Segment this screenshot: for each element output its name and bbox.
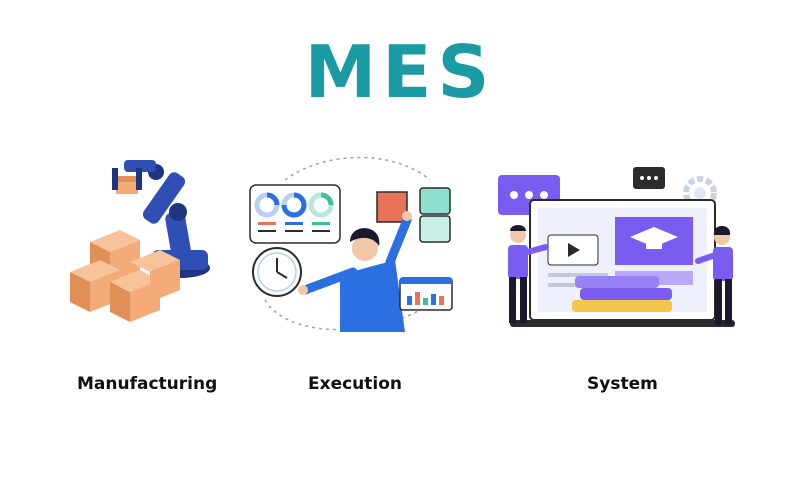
cardboard-boxes-icon [70, 230, 180, 322]
page-title: MES [304, 30, 496, 114]
person-figure [298, 211, 412, 332]
caption-execution: Execution [308, 374, 403, 394]
manufacturing-illustration [70, 160, 210, 322]
puzzle-icon [376, 187, 451, 243]
caption-system: System [587, 374, 658, 394]
bar-chart-icon [399, 277, 453, 311]
donut-charts-icon [249, 184, 341, 244]
caption-manufacturing: Manufacturing [77, 374, 218, 394]
person-figure [508, 225, 549, 323]
video-play-icon [568, 243, 580, 257]
clock-icon [252, 247, 302, 297]
books-icon [572, 276, 672, 312]
execution-illustration [249, 156, 453, 332]
chat-bubble-icon [633, 167, 665, 189]
graduation-cap-icon [630, 227, 678, 249]
person-figure [695, 226, 733, 325]
system-illustration [498, 167, 735, 327]
